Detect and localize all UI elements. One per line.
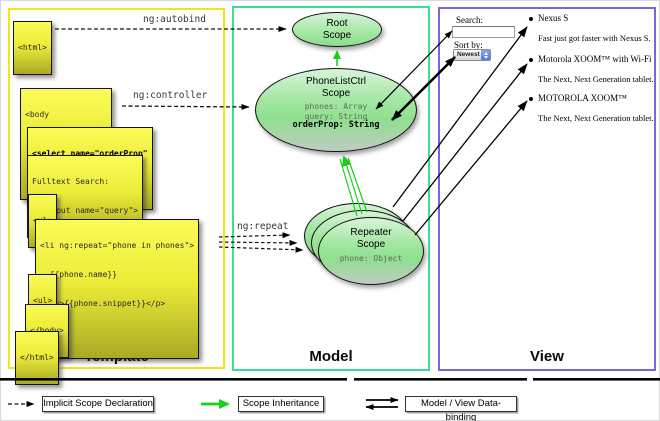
code-line: <select name="orderProp" — [32, 149, 148, 159]
code-line: Fulltext Search: — [32, 177, 110, 187]
legend-model-view-data-binding: Model / View Data-binding — [405, 396, 517, 421]
root-scope-title-line: Scope — [322, 29, 352, 41]
phone-item-title: Nexus S — [538, 13, 569, 23]
phone-item-title: MOTOROLA XOOM™ — [538, 93, 627, 103]
sort-select[interactable]: Newest — [453, 49, 491, 61]
template-column-box — [8, 8, 225, 369]
model-column-box — [232, 6, 430, 371]
code-line: <body — [25, 110, 50, 120]
arrow-up-icon — [483, 51, 488, 55]
repeater-scope-ellipse-front: Repeater Scope phone: Object — [318, 217, 424, 285]
legend-separator — [533, 378, 660, 381]
arrow-down-icon — [483, 55, 488, 59]
repeater-scope-title-line: Repeater — [350, 227, 392, 238]
bullet-icon — [529, 17, 533, 21]
select-stepper-icon[interactable] — [481, 50, 490, 60]
code-line: {{phone.name}} — [40, 269, 118, 279]
code-line: </html> — [20, 353, 54, 363]
code-line: </body> — [30, 326, 64, 336]
ng-controller-label: ng:controller — [133, 90, 208, 101]
legend-scope-inheritance: Scope Inheritance — [238, 396, 324, 412]
phone-item-title: Motorola XOOM™ with Wi-Fi — [538, 54, 652, 64]
code-box-html-open: <html> — [13, 21, 52, 75]
repeater-scope-title-line: Scope — [356, 238, 386, 250]
view-column-label: View — [530, 348, 564, 365]
scope-property: query: String — [304, 111, 368, 121]
bullet-icon — [529, 58, 533, 62]
model-column-label: Model — [309, 348, 353, 365]
phonelistctrl-scope-title-line: PhoneListCtrl — [305, 76, 367, 87]
bullet-icon — [529, 97, 533, 101]
phone-list-item: Nexus S Fast just got faster with Nexus … — [528, 13, 656, 43]
root-scope-ellipse: Root Scope — [292, 12, 382, 47]
phone-item-desc: The Next, Next Generation tablet. — [538, 113, 654, 123]
scope-property: phone: Object — [339, 254, 403, 263]
code-box-html-close: </html> — [15, 331, 59, 385]
sort-select-value: Newest — [457, 51, 480, 58]
phonelistctrl-scope-ellipse: PhoneListCtrl Scope phones: Array query:… — [255, 68, 417, 152]
code-line: <li ng:repeat="phone in phones"> — [40, 241, 195, 251]
phone-list-item: MOTOROLA XOOM™ The Next, Next Generation… — [528, 93, 656, 123]
phonelistctrl-scope-title-line: Scope — [321, 87, 351, 99]
scope-property: phones: Array — [304, 102, 368, 111]
root-scope-title-line: Root — [326, 18, 348, 29]
ng-autobind-label: ng:autobind — [143, 14, 206, 25]
phone-item-desc: The Next, Next Generation tablet. — [538, 74, 654, 84]
code-line: <p>{{phone.snippet}}</p> — [40, 298, 166, 308]
legend-separator — [354, 378, 527, 381]
phone-list-item: Motorola XOOM™ with Wi-Fi The Next, Next… — [528, 54, 656, 84]
search-input[interactable] — [452, 26, 515, 38]
search-label: Search: — [456, 15, 483, 25]
legend-implicit-scope-declaration: Implicit Scope Declaration — [42, 396, 154, 412]
code-line: <html> — [18, 43, 47, 53]
phone-item-desc: Fast just got faster with Nexus S. — [538, 33, 651, 43]
scope-property: orderProp: String — [292, 120, 380, 130]
ng-repeat-label: ng:repeat — [237, 221, 289, 232]
code-line: <ul> — [33, 296, 53, 306]
